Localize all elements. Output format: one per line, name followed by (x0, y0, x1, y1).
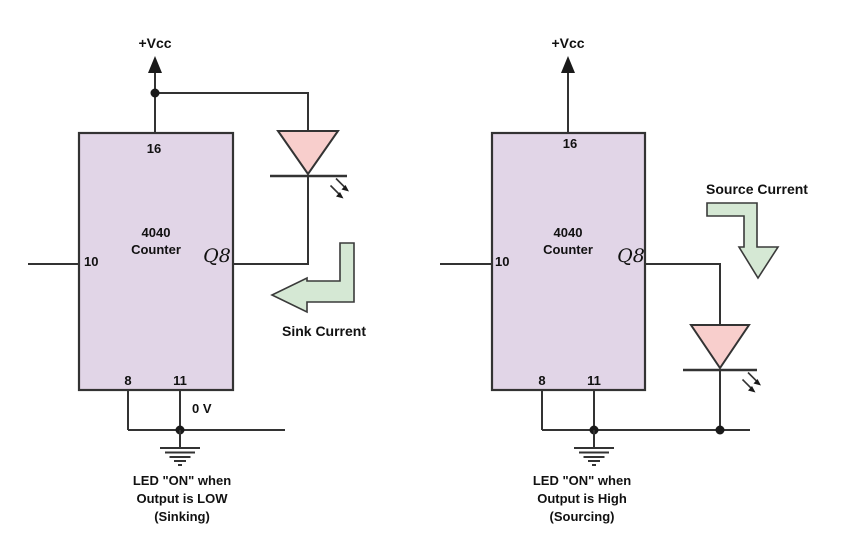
led-light-arrows-icon (329, 177, 349, 199)
caption-line: Output is LOW (136, 491, 228, 506)
pin-16-label: 16 (562, 136, 578, 151)
sink-current-label: Sink Current (281, 323, 367, 339)
junction-dot (715, 425, 725, 435)
vcc-arrow-icon (148, 56, 162, 73)
q8-pin-label: Q8 (203, 245, 231, 267)
chip-name-line1: 4040 (141, 225, 171, 240)
output-wire (233, 176, 309, 265)
chip-name-line2: Counter (131, 242, 181, 257)
ground-icon (160, 430, 200, 466)
pin-8-label: 8 (538, 373, 546, 388)
output-wire (645, 263, 721, 325)
caption-line: Output is High (537, 491, 627, 506)
zero-volt-label: 0 V (192, 401, 212, 416)
chip-body (490, 131, 647, 392)
pin-8-label: 8 (124, 373, 132, 388)
ground-icon (574, 430, 614, 466)
left-caption: LED "ON" when Output is LOW (Sinking) (133, 472, 231, 526)
led-triangle (689, 324, 751, 370)
led-light-arrows-icon (741, 371, 761, 393)
left-circuit (28, 56, 355, 466)
source-current-label: Source Current (706, 181, 808, 197)
sink-current-arrow-icon (270, 242, 355, 314)
chip-name-line1: 4040 (553, 225, 583, 240)
junction-dot (150, 88, 160, 98)
caption-line: (Sourcing) (549, 509, 615, 524)
caption-line: LED "ON" when (132, 473, 232, 488)
led-triangle (276, 130, 340, 176)
vcc-label: +Vcc (551, 35, 585, 51)
q8-pin-label: Q8 (617, 245, 645, 267)
pin-10-label: 10 (495, 254, 510, 269)
chip-name: 4040 Counter (543, 224, 593, 258)
caption-line: (Sinking) (154, 509, 210, 524)
pin-11-label: 11 (587, 373, 601, 388)
vcc-arrow-icon (561, 56, 575, 73)
right-circuit (440, 56, 780, 466)
vcc-branch-wire (155, 92, 309, 131)
vcc-label: +Vcc (138, 35, 172, 51)
source-current-arrow-icon (706, 202, 780, 280)
pin-16-label: 16 (146, 141, 162, 156)
chip-name: 4040 Counter (131, 224, 181, 258)
chip-body (77, 131, 235, 392)
caption-line: LED "ON" when (532, 473, 632, 488)
right-caption: LED "ON" when Output is High (Sourcing) (533, 472, 631, 526)
chip-name-line2: Counter (543, 242, 593, 257)
pin-11-label: 11 (173, 373, 187, 388)
pin-10-label: 10 (84, 254, 99, 269)
